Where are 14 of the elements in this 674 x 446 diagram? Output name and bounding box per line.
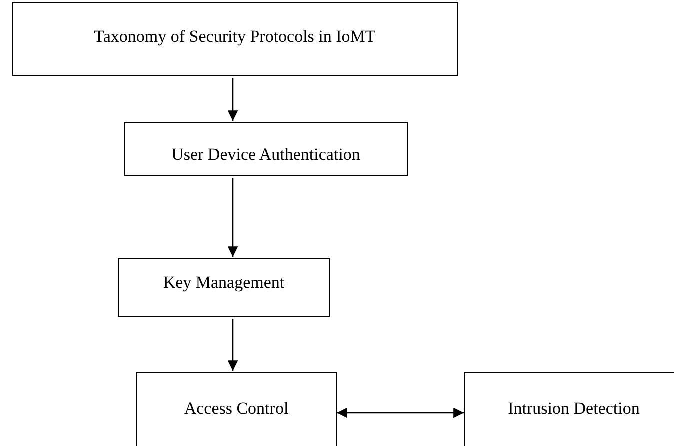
arrow [337,408,464,418]
process-box [464,372,674,446]
process-box [118,258,330,317]
process-box [136,372,337,446]
arrow [228,78,238,121]
box-label: Taxonomy of Security Protocols in IoMT [94,27,376,48]
box-label: Key Management [163,273,285,294]
box-label: Access Control [184,399,289,420]
process-box [12,2,458,76]
box-label: Intrusion Detection [508,399,640,420]
arrow [228,178,238,257]
arrow [228,319,238,371]
process-box [124,122,408,176]
box-label: User Device Authentication [172,145,360,166]
